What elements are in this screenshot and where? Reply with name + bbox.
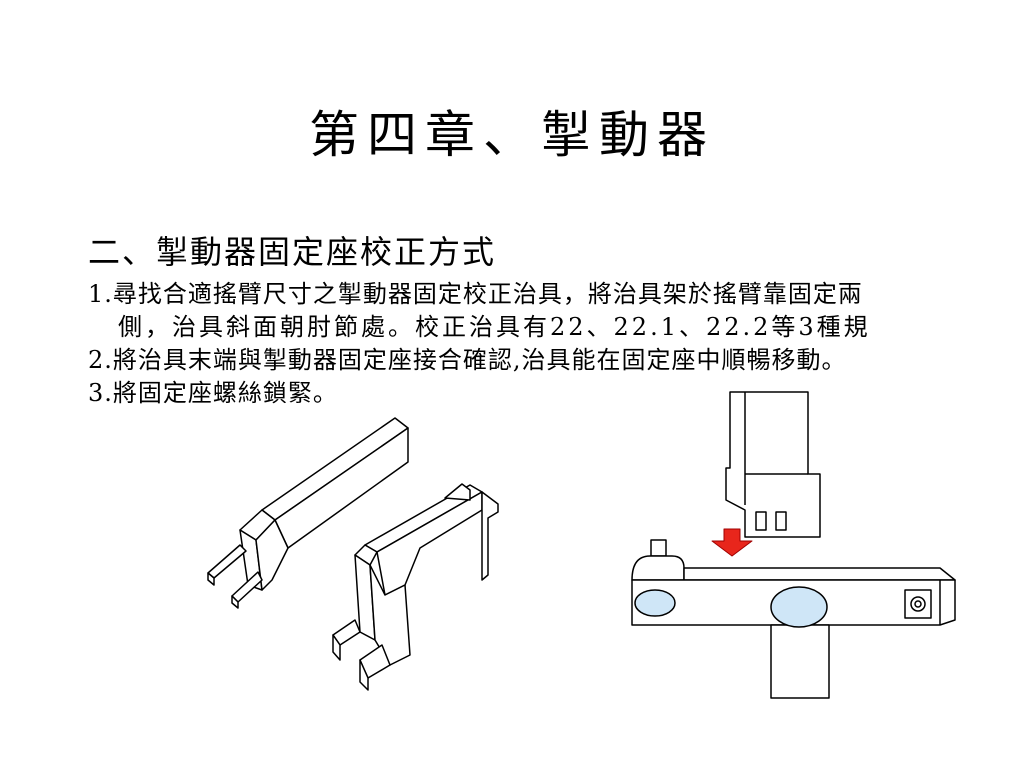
step-1-line-2: 側，治具斜面朝肘節處。校正治具有22、22.1、22.2等3種規: [118, 313, 871, 341]
step-list: 1.尋找合適搖臂尺寸之掣動器固定校正治具，將治具架於搖臂靠固定兩 側，治具斜面朝…: [88, 278, 1008, 410]
jig-prong-upper-end: [207, 572, 215, 586]
mount-hole-center: [770, 586, 828, 628]
fixture-prong-left-end: [332, 634, 341, 661]
mount-upper-slot-left: [755, 511, 767, 531]
mount-hole-left: [634, 589, 676, 617]
jig-prong-lower-end: [231, 595, 239, 609]
mount-screw-inner: [914, 600, 922, 608]
step-item-2: 2.將治具末端與掣動器固定座接合確認,治具能在固定座中順暢移動。: [88, 344, 1008, 377]
mount-knob: [650, 539, 667, 557]
calibration-jig-drawing-icon: [207, 417, 409, 609]
step-item-1: 1.尋找合適搖臂尺寸之掣動器固定校正治具，將治具架於搖臂靠固定兩 側，治具斜面朝…: [88, 278, 1008, 344]
step-2-line-1: 2.將治具末端與掣動器固定座接合確認,治具能在固定座中順暢移動。: [88, 346, 847, 374]
fixture-tab-right: [481, 491, 499, 581]
fixture-block-side: [369, 564, 411, 666]
fixture-mounting-drawing-icon: [631, 391, 956, 699]
mount-stem: [770, 624, 830, 699]
step-1-line-1: 1.尋找合適搖臂尺寸之掣動器固定校正治具，將治具架於搖臂靠固定兩: [88, 280, 863, 308]
mount-upper-body: [725, 391, 821, 538]
fixture-prong-right-end: [359, 659, 369, 691]
mount-upper-slot-right: [775, 511, 787, 531]
mount-pad: [631, 555, 685, 581]
slide-title: 第四章、掣動器: [309, 106, 715, 164]
section-heading: 二、掣動器固定座校正方式: [88, 233, 497, 271]
jig-prong-upper: [207, 544, 247, 579]
step-item-3: 3.將固定座螺絲鎖緊。: [88, 377, 1008, 410]
fixture-tab-top: [444, 483, 471, 501]
step-3-line-1: 3.將固定座螺絲鎖緊。: [88, 379, 338, 407]
down-arrow-icon: [711, 528, 753, 557]
brake-fixture-drawing-icon: [332, 483, 499, 691]
mount-base-top: [683, 567, 956, 581]
